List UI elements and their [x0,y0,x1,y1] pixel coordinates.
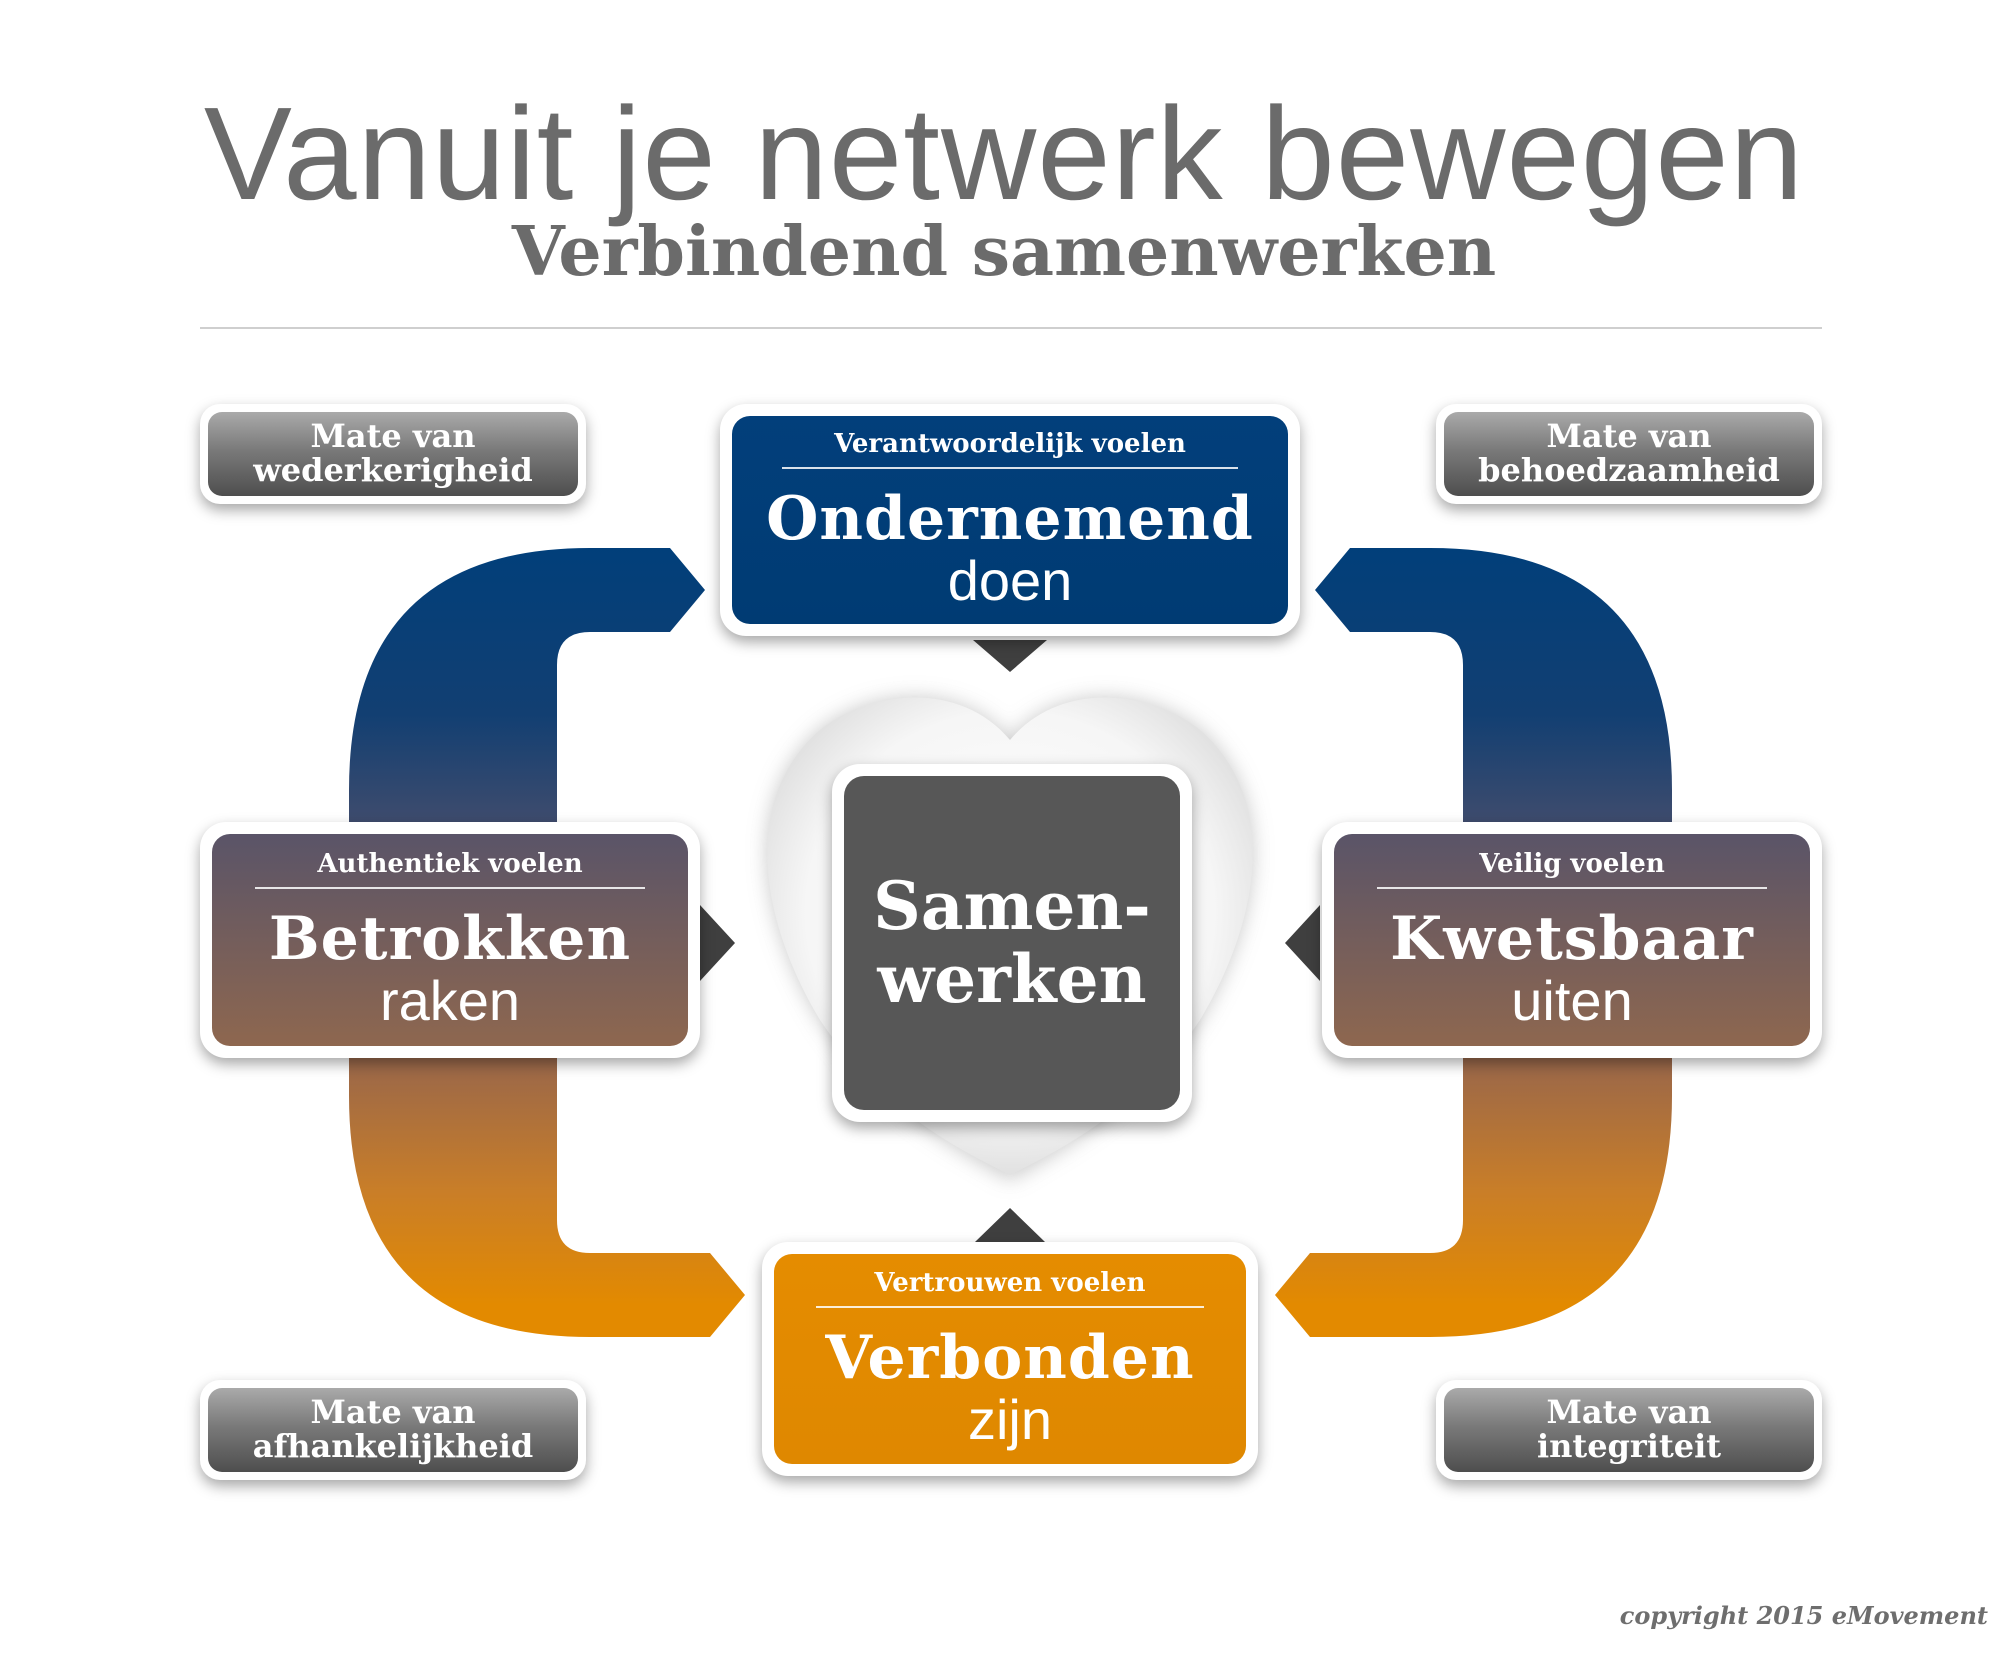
card-ondernemend-verb: doen [947,549,1073,612]
label-behoedzaamheid-line-2: behoedzaamheid [1478,451,1780,489]
copyright-notice: copyright 2015 eMovement [1619,1601,1988,1630]
center-samenwerken-panel: Samen- werken [844,776,1180,1110]
card-kwetsbaar-feeling: Veilig voelen [1376,851,1768,889]
label-wederkerigheid: Mate van wederkerigheid [200,404,586,504]
page-title: Vanuit je netwerk bewegen [203,80,1805,227]
label-afhankelijkheid-panel: Mate van afhankelijkheid [208,1388,578,1472]
label-integriteit-panel: Mate van integriteit [1444,1388,1814,1472]
label-behoedzaamheid: Mate van behoedzaamheid [1436,404,1822,504]
label-wederkerigheid-panel: Mate van wederkerigheid [208,412,578,496]
connector-top-arrow [973,640,1047,672]
center-line-1: Samen- [873,867,1151,946]
card-kwetsbaar-title: Kwetsbaar [1390,904,1754,974]
label-behoedzaamheid-panel: Mate van behoedzaamheid [1444,412,1814,496]
connector-right-arrow [1285,905,1320,981]
label-behoedzaamheid-line-1: Mate van [1546,417,1712,456]
label-wederkerigheid-line-2: wederkerigheid [253,451,533,489]
card-kwetsbaar-verb: uiten [1511,969,1633,1032]
center-samenwerken: Samen- werken [832,764,1192,1122]
card-betrokken-title: Betrokken [268,904,632,974]
card-verbonden-title: Verbonden [825,1323,1195,1393]
center-line-2: werken [877,940,1147,1018]
card-verbonden: Vertrouwen voelen Verbonden zijn [762,1242,1258,1476]
card-ondernemend-panel: Verantwoordelijk voelen Ondernemend doen [732,416,1288,624]
label-afhankelijkheid-line-1: Mate van [310,1393,476,1432]
card-betrokken-feeling: Authentiek voelen [254,851,646,889]
card-ondernemend: Verantwoordelijk voelen Ondernemend doen [720,404,1300,636]
card-betrokken-panel: Authentiek voelen Betrokken raken [212,834,688,1046]
card-betrokken: Authentiek voelen Betrokken raken [200,822,700,1058]
label-integriteit-line-2: integriteit [1536,1427,1722,1465]
card-ondernemend-feeling: Verantwoordelijk voelen [782,431,1238,469]
card-betrokken-verb: raken [379,969,521,1032]
label-afhankelijkheid: Mate van afhankelijkheid [200,1380,586,1480]
card-verbonden-verb: zijn [967,1388,1053,1451]
label-wederkerigheid-line-1: Mate van [310,417,476,456]
connector-left-arrow [700,905,735,981]
card-verbonden-feeling: Vertrouwen voelen [816,1270,1204,1308]
divider [200,327,1822,329]
card-verbonden-panel: Vertrouwen voelen Verbonden zijn [774,1254,1246,1464]
label-integriteit-line-1: Mate van [1546,1393,1712,1432]
connector-bottom-arrow [975,1208,1045,1242]
label-integriteit: Mate van integriteit [1436,1380,1822,1480]
card-kwetsbaar-panel: Veilig voelen Kwetsbaar uiten [1334,834,1810,1046]
label-afhankelijkheid-line-2: afhankelijkheid [252,1427,534,1465]
page-subtitle: Verbindend samenwerken [511,212,1497,292]
card-ondernemend-title: Ondernemend [766,484,1254,554]
card-kwetsbaar: Veilig voelen Kwetsbaar uiten [1322,822,1822,1058]
